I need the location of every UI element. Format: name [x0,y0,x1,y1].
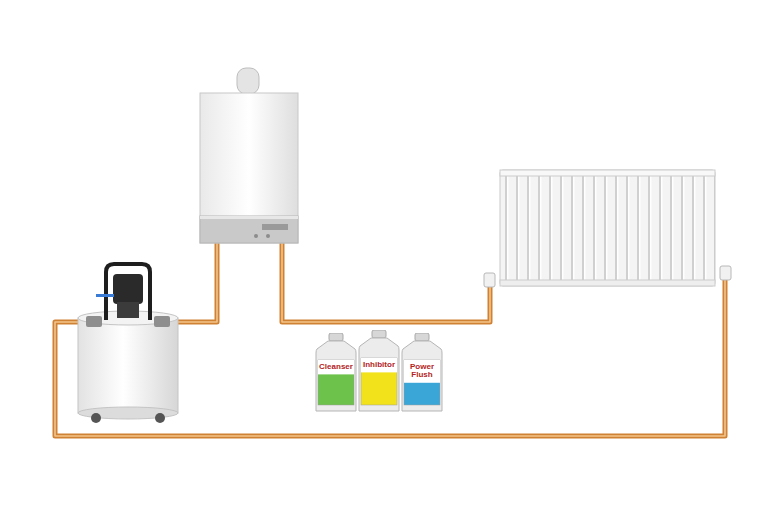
power-flush-machine [78,264,178,423]
bottle-label: Power Flush [404,362,440,381]
chemical-bottle: Cleanser [315,333,357,413]
chemical-bottle: Power Flush [401,333,443,413]
bottle-label: Inhibitor [361,360,397,370]
bottle-label: Cleanser [318,362,354,372]
radiator [484,170,731,287]
bottle-shape [358,330,400,413]
chemical-bottle: Inhibitor [358,330,400,413]
bottle-shape [315,333,357,413]
boiler [200,68,298,243]
